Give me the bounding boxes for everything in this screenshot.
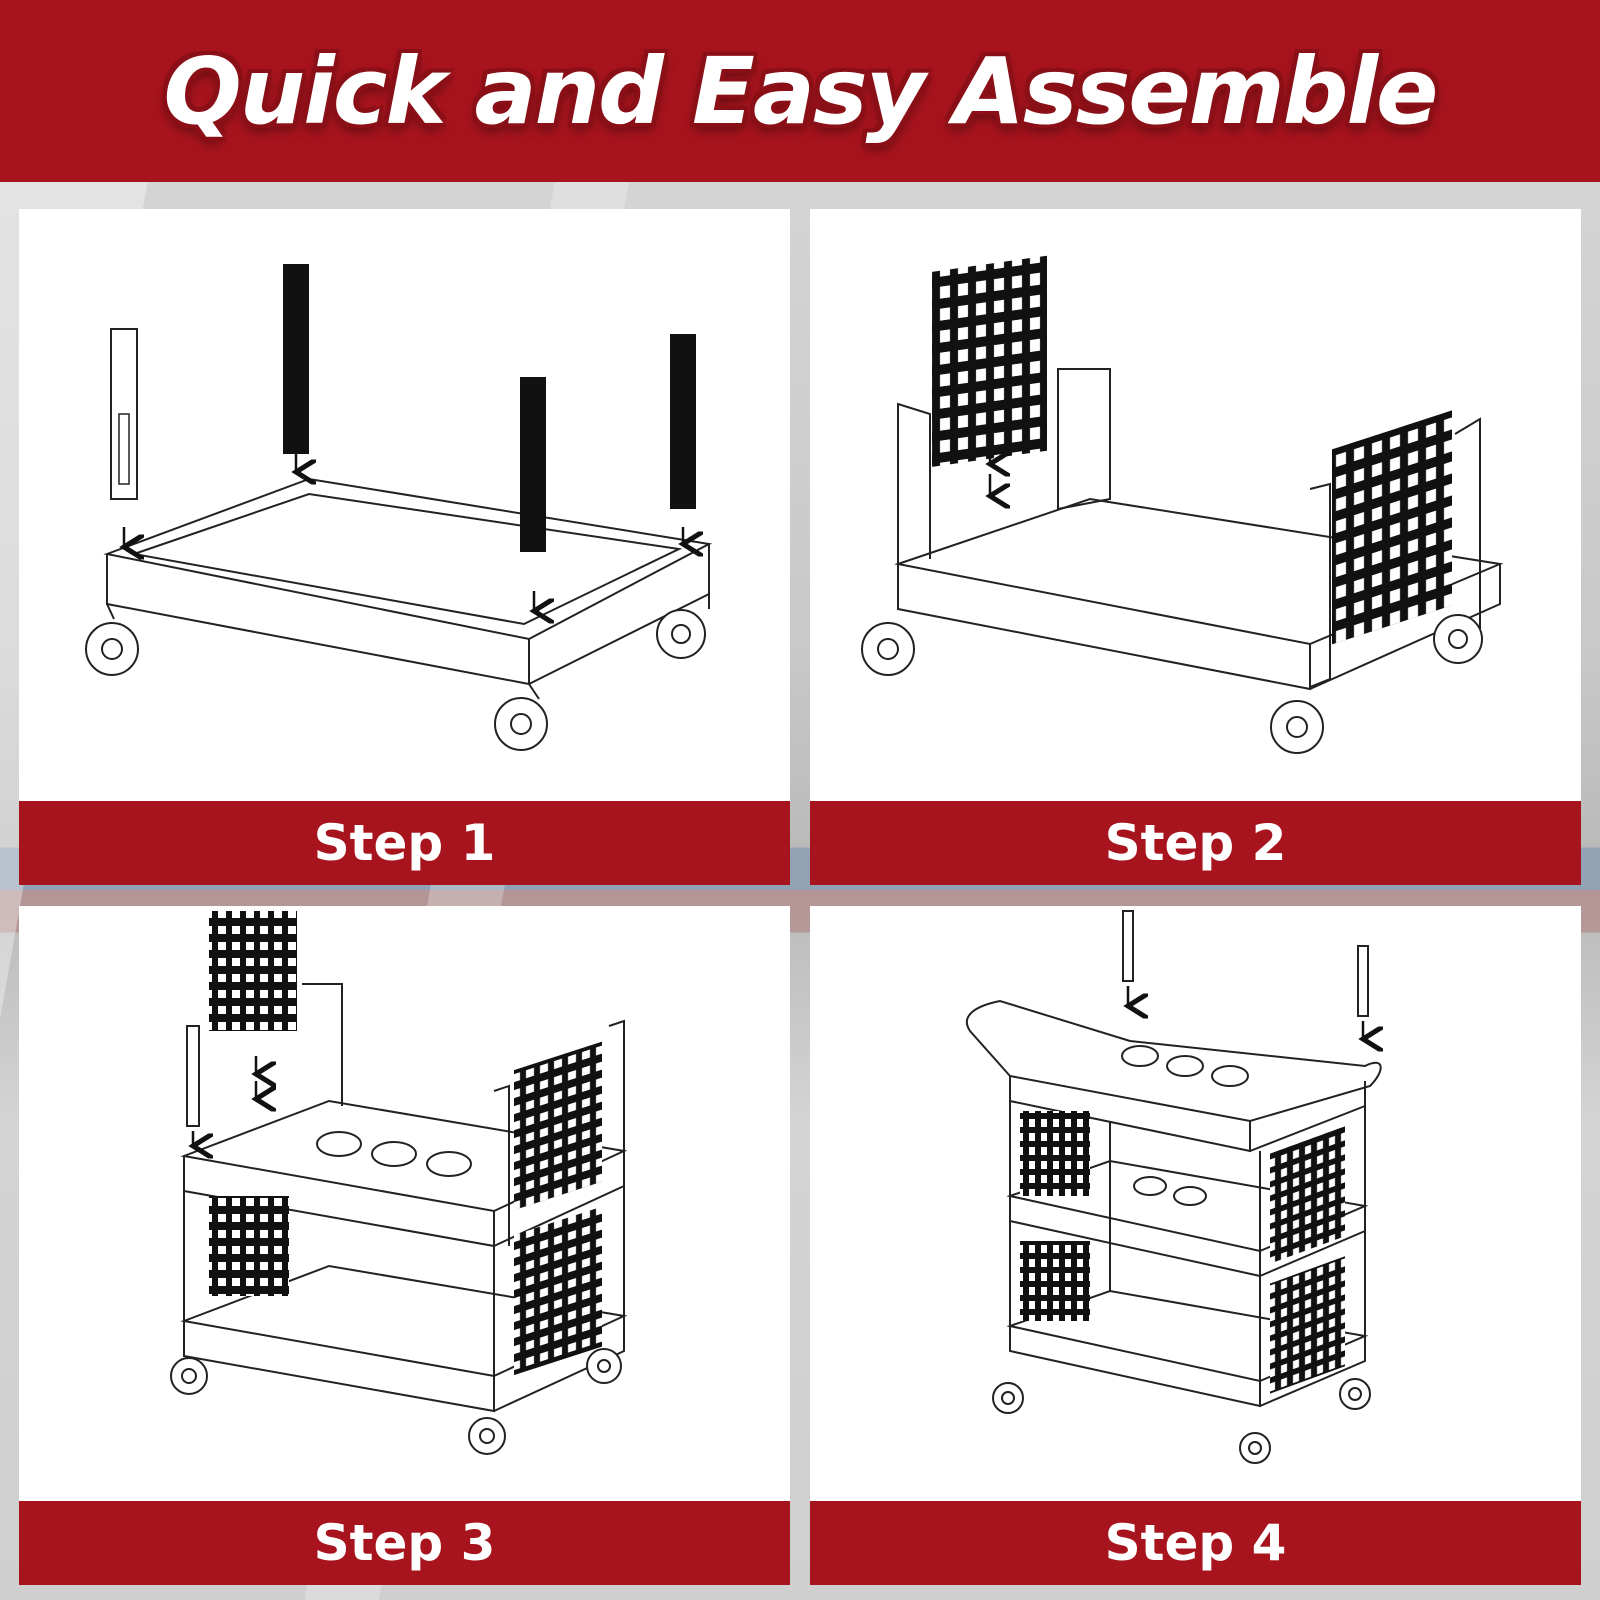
- page-title: Quick and Easy Assemble: [163, 37, 1439, 145]
- step-1-panel: Step 1: [19, 209, 790, 885]
- step-1-label: Step 1: [313, 814, 496, 872]
- step-2-label: Step 2: [1104, 814, 1287, 872]
- step-2-bar: Step 2: [810, 801, 1581, 885]
- step-3-panel: Step 3: [19, 906, 790, 1585]
- cart-complete-with-handles-illustration: [965, 910, 1581, 1464]
- cart-base-with-posts-illustration: [85, 264, 713, 751]
- cart-two-shelves-illustration: [170, 911, 628, 1455]
- step-3-label: Step 3: [313, 1514, 496, 1572]
- step-3-bar: Step 3: [19, 1501, 790, 1585]
- step-4-bar: Step 4: [810, 1501, 1581, 1585]
- cart-side-panels-illustration: [861, 255, 1504, 754]
- step-1-bar: Step 1: [19, 801, 790, 885]
- title-banner: Quick and Easy Assemble: [0, 0, 1600, 182]
- step-4-label: Step 4: [1104, 1514, 1287, 1572]
- step-2-panel: Step 2: [810, 209, 1581, 885]
- step-4-panel: Step 4: [810, 906, 1581, 1585]
